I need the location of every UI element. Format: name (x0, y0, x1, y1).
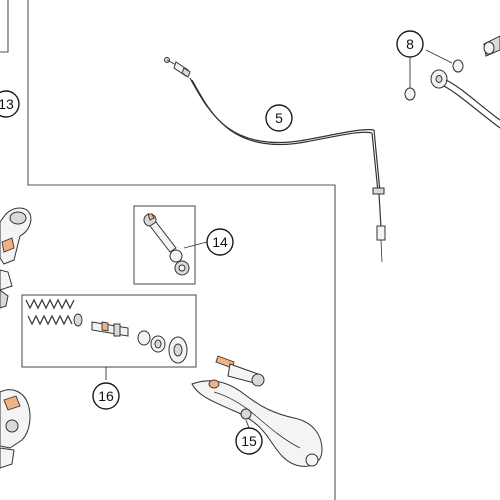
reservoir-lower-left (0, 389, 31, 469)
sub-box-16 (21, 294, 197, 368)
callout-label: 14 (212, 234, 228, 250)
main-frame-outline (27, 0, 336, 500)
callout-16: 16 (92, 382, 120, 410)
callout-label: 8 (406, 36, 414, 52)
callout-label: 13 (0, 96, 14, 112)
callout-label: 15 (241, 433, 257, 449)
callout-13: 13 (0, 90, 20, 118)
piston-kit-16 (25, 298, 188, 380)
bolt-assembly-14 (143, 213, 208, 276)
callout-15: 15 (235, 427, 263, 455)
callout-5: 5 (265, 104, 293, 132)
master-cylinder-body (0, 207, 32, 309)
callout-label: 16 (98, 388, 114, 404)
callout-label: 5 (275, 110, 283, 126)
callout-14: 14 (206, 228, 234, 256)
brake-lever-15 (191, 355, 323, 467)
upper-left-frame-edge (0, 0, 9, 53)
hose-assembly-8 (404, 35, 500, 129)
callout-8: 8 (396, 30, 424, 58)
cable-assembly-5 (164, 57, 386, 263)
